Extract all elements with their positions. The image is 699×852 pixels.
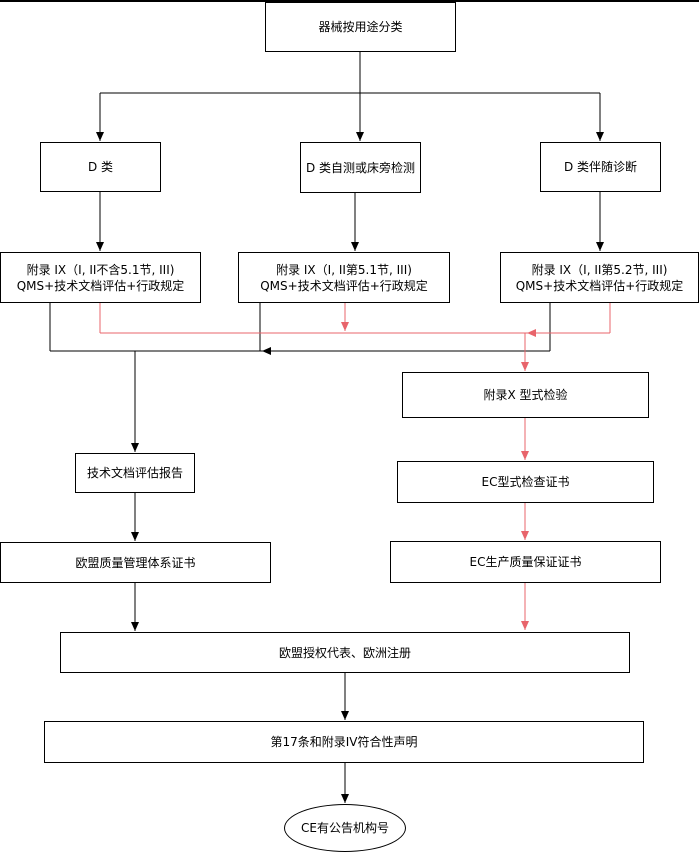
node-annex-a-line1: 附录 IX（I, II不含5.1节, III) [26,262,175,277]
node-ce-nb-label: CE有公告机构号 [301,821,389,835]
node-declaration-label: 第17条和附录IV符合性声明 [270,735,418,749]
node-eu-qms-label: 欧盟质量管理体系证书 [75,555,196,570]
node-root: 器械按用途分类 [265,2,456,52]
node-annex-b-line1: 附录 IX（I, II第5.1节, III) [276,262,412,277]
node-ec-production: EC生产质量保证证书 [390,541,661,583]
node-annex-b-line2: QMS+技术文档评估+行政规定 [260,278,428,293]
node-annex-x: 附录X 型式检验 [402,372,649,418]
top-border-line [0,0,699,2]
node-ec-type: EC型式检查证书 [397,461,654,503]
node-annex-a-line2: QMS+技术文档评估+行政规定 [16,278,185,293]
node-tech-report-label: 技术文档评估报告 [86,466,183,480]
node-eu-qms: 欧盟质量管理体系证书 [0,542,271,583]
node-annex-c-line2: QMS+技术文档评估+行政规定 [515,278,684,293]
node-annex-c: 附录 IX（I, II第5.2节, III) QMS+技术文档评估+行政规定 [500,252,699,303]
node-d-companion-label: D 类伴随诊断 [563,160,638,174]
node-declaration: 第17条和附录IV符合性声明 [44,721,644,763]
node-annex-b: 附录 IX（I, II第5.1节, III) QMS+技术文档评估+行政规定 [238,252,450,303]
node-ec-type-label: EC型式检查证书 [481,475,570,489]
node-annex-a: 附录 IX（I, II不含5.1节, III) QMS+技术文档评估+行政规定 [0,252,201,303]
node-d-self-test: D 类自测或床旁检测 [300,142,421,193]
node-d-companion: D 类伴随诊断 [540,142,661,192]
node-d-self-test-label: D 类自测或床旁检测 [305,160,416,175]
node-d-class: D 类 [40,142,161,192]
node-ec-production-label: EC生产质量保证证书 [469,555,582,569]
node-eu-rep: 欧盟授权代表、欧洲注册 [60,632,630,673]
node-eu-rep-label: 欧盟授权代表、欧洲注册 [278,645,411,660]
node-tech-report: 技术文档评估报告 [75,453,195,493]
node-d-class-label: D 类 [87,160,114,174]
node-annex-c-line1: 附录 IX（I, II第5.2节, III) [531,262,668,277]
node-root-label: 器械按用途分类 [318,20,403,34]
node-annex-x-label: 附录X 型式检验 [483,388,568,402]
node-ce-nb: CE有公告机构号 [284,804,406,852]
